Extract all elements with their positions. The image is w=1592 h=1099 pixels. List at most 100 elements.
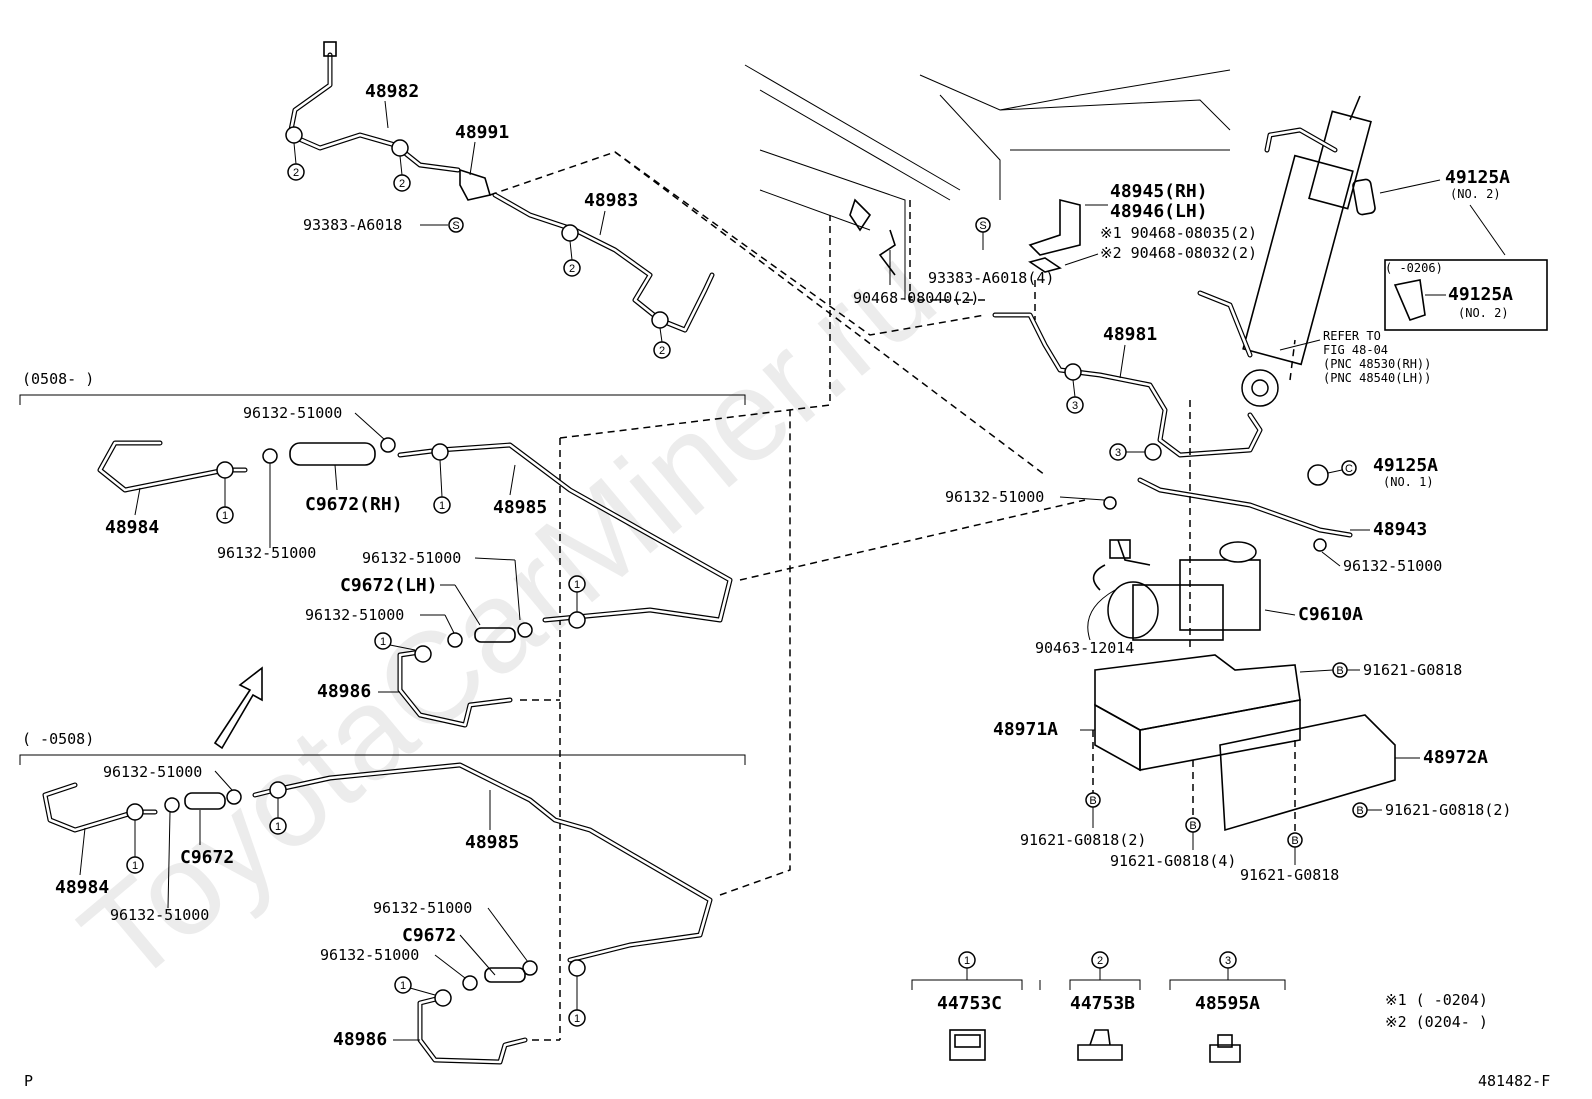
section-before-0508: ( -0508): [22, 730, 94, 748]
svg-text:S: S: [979, 220, 986, 232]
label-91621-g0818-b: 91621-G0818(2): [1385, 801, 1511, 819]
refer-line-4: (PNC 48540(LH)): [1323, 371, 1431, 385]
label-c9672-lower: C9672: [180, 847, 234, 868]
label-note1-part: ※1 90468-08035(2): [1100, 224, 1257, 242]
refer-line-1: REFER TO: [1323, 329, 1381, 343]
label-48943: 48943: [1373, 519, 1427, 540]
svg-text:B: B: [1089, 795, 1096, 807]
tray-48972a: [1219, 714, 1396, 832]
svg-text:1: 1: [439, 500, 445, 512]
refer-line-2: FIG 48-04: [1323, 343, 1388, 357]
vehicle-body-outline: [744, 64, 1231, 300]
tray-48971a: [1094, 654, 1301, 772]
label-clamp-up4: 96132-51000: [305, 606, 404, 624]
svg-text:B: B: [1291, 835, 1298, 847]
legend-part-2: 44753B: [1070, 993, 1135, 1014]
label-90463-12014: 90463-12014: [1035, 639, 1134, 657]
svg-text:2: 2: [293, 167, 299, 179]
label-91621-g0818-d: 91621-G0818(4): [1110, 852, 1236, 870]
section-after-0508: (0508- ): [22, 370, 94, 388]
page-mark: P: [24, 1072, 33, 1090]
label-c9610a: C9610A: [1298, 604, 1363, 625]
svg-text:1: 1: [964, 955, 970, 967]
label-93383-a6018-4: 93383-A6018(4): [928, 269, 1054, 287]
range-0206: ( -0206): [1385, 261, 1443, 275]
label-48985-upper: 48985: [493, 497, 547, 518]
label-48971a: 48971A: [993, 719, 1058, 740]
svg-text:2: 2: [659, 345, 665, 357]
label-clamp-up2: 96132-51000: [217, 544, 316, 562]
label-48981: 48981: [1103, 324, 1157, 345]
label-48945: 48945(RH): [1110, 181, 1208, 202]
label-clamp-right: 96132-51000: [1343, 557, 1442, 575]
svg-text:1: 1: [574, 1013, 580, 1025]
svg-text:B: B: [1356, 805, 1363, 817]
legend-part-1: 44753C: [937, 993, 1002, 1014]
bracket-48991: [459, 168, 492, 201]
svg-text:1: 1: [574, 579, 580, 591]
footnote-1: ※1 ( -0204): [1385, 991, 1488, 1009]
label-91621-g0818-c: 91621-G0818(2): [1020, 831, 1146, 849]
label-48984-upper: 48984: [105, 517, 159, 538]
label-49125a-top: 49125A: [1445, 167, 1510, 188]
pipe-48986-upper: [397, 645, 513, 728]
legend-part-3: 48595A: [1195, 993, 1260, 1014]
pipe-48984-lower: [42, 782, 158, 833]
pipe-joint-markers-top: [285, 126, 669, 329]
label-48986-lower: 48986: [333, 1029, 387, 1050]
label-c9672-lower-b: C9672: [402, 925, 456, 946]
svg-text:1: 1: [275, 821, 281, 833]
pipe-48943: [1137, 477, 1353, 538]
legend: 1 44753C 2 44753B 3 48595A: [911, 951, 1286, 1063]
pipe-48981: [992, 312, 1263, 461]
footnote-2: ※2 (0204- ): [1385, 1013, 1488, 1031]
label-49125a-box-no: (NO. 2): [1458, 306, 1509, 320]
label-48984-lower: 48984: [55, 877, 109, 898]
pipe-48984-upper: [97, 440, 248, 493]
label-note2-part: ※2 90468-08032(2): [1100, 244, 1257, 262]
svg-text:1: 1: [380, 636, 386, 648]
label-48983: 48983: [584, 190, 638, 211]
dashed-reference-lines: [489, 151, 1296, 1041]
label-49125a-box: 49125A: [1448, 284, 1513, 305]
watermark: ToyotaCarMiner.ru: [54, 217, 961, 1012]
label-48991: 48991: [455, 122, 509, 143]
pipe-48982: [287, 41, 461, 173]
label-48982: 48982: [365, 81, 419, 102]
svg-text:1: 1: [222, 510, 228, 522]
label-clamp-mid: 96132-51000: [945, 488, 1044, 506]
svg-text:2: 2: [569, 263, 575, 275]
label-91621-g0818-e: 91621-G0818: [1240, 866, 1339, 884]
figure-id: 481482-F: [1478, 1072, 1550, 1090]
label-93383-a6018: 93383-A6018: [303, 216, 402, 234]
refer-line-3: (PNC 48530(RH)): [1323, 357, 1431, 371]
shock-absorber: [1197, 95, 1372, 407]
label-90468-08040: 90468-08040(2): [853, 289, 979, 307]
svg-text:2: 2: [1097, 955, 1103, 967]
svg-text:3: 3: [1225, 955, 1231, 967]
label-clamp-lo1: 96132-51000: [103, 763, 202, 781]
pump-assembly: [1092, 539, 1261, 641]
pipe-48986-lower: [417, 989, 528, 1065]
label-c9672-lh: C9672(LH): [340, 575, 438, 596]
svg-text:3: 3: [1115, 447, 1121, 459]
label-49125a-no1-no: (NO. 1): [1383, 475, 1434, 489]
label-clamp-up3: 96132-51000: [362, 549, 461, 567]
svg-text:B: B: [1336, 665, 1343, 677]
svg-text:3: 3: [1072, 400, 1078, 412]
label-48986-upper: 48986: [317, 681, 371, 702]
label-48985-lower: 48985: [465, 832, 519, 853]
box-before-0206: [1384, 259, 1548, 331]
svg-text:C: C: [1345, 463, 1353, 475]
svg-text:2: 2: [399, 178, 405, 190]
label-48946: 48946(LH): [1110, 201, 1208, 222]
svg-text:1: 1: [400, 980, 406, 992]
svg-text:B: B: [1189, 820, 1196, 832]
label-c9672-rh: C9672(RH): [305, 494, 403, 515]
label-clamp-lo2: 96132-51000: [110, 906, 209, 924]
label-49125a-no1: 49125A: [1373, 455, 1438, 476]
label-49125a-top-no: (NO. 2): [1450, 187, 1501, 201]
label-clamp-lo4: 96132-51000: [320, 946, 419, 964]
label-91621-g0818-a: 91621-G0818: [1363, 661, 1462, 679]
